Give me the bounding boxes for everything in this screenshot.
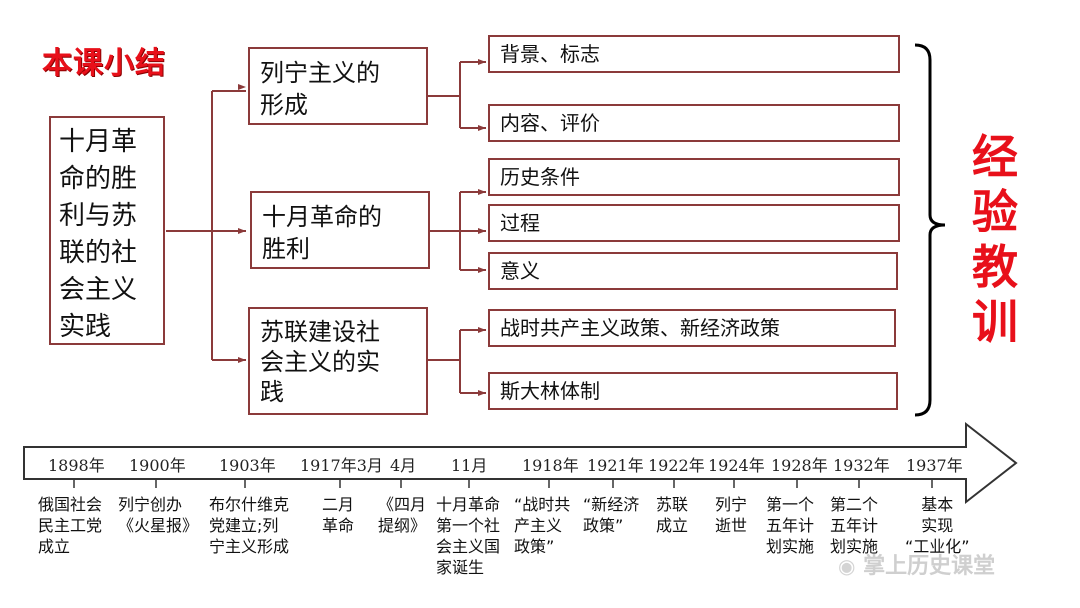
root-topic-box: 十月革 命的胜 利与苏 联的社 会主义 实践 — [49, 116, 165, 345]
timeline-year: 1932年 — [833, 456, 890, 475]
timeline-year: 1937年 — [906, 456, 963, 475]
leaf-box: 过程 — [488, 204, 900, 242]
branch-title-line: 十月革命的 — [262, 203, 382, 231]
root-line: 联的社 — [59, 238, 138, 268]
timeline-year: 1903年 — [219, 456, 276, 475]
root-line: 十月革 — [59, 127, 138, 157]
timeline-event: 《四月 提纲》 — [378, 495, 427, 535]
timeline-year: 1924年 — [708, 456, 765, 475]
branch-title-line: 会主义的实 — [260, 348, 380, 376]
timeline-event: 第二个 五年计 划实施 — [830, 495, 879, 556]
leaf-box: 内容、评价 — [488, 104, 900, 142]
leaf-box: 战时共产主义政策、新经济政策 — [488, 309, 896, 347]
branch-leninism: 列宁主义的 形成 — [248, 47, 428, 125]
timeline-year: 1898年 — [48, 456, 105, 475]
lesson-char: 经 — [972, 130, 1018, 184]
lesson-char: 教 — [972, 240, 1018, 294]
root-line: 利与苏 — [59, 201, 138, 231]
branch-soviet-socialism: 苏联建设社 会主义的实 践 — [248, 307, 428, 415]
timeline-event: 苏联 成立 — [656, 495, 689, 535]
timeline-event: 列宁 逝世 — [715, 495, 748, 535]
root-line: 实践 — [59, 312, 112, 342]
timeline-year: 1928年 — [771, 456, 828, 475]
branch-title-line: 践 — [260, 378, 284, 406]
timeline-year: 11月 — [451, 456, 488, 475]
leaf-box: 历史条件 — [488, 158, 900, 196]
leaf-box: 斯大林体制 — [488, 372, 898, 410]
timeline-event: 基本 实现 “工业化” — [905, 495, 970, 556]
lesson-char: 验 — [972, 185, 1018, 239]
timeline-event: 第一个 五年计 划实施 — [766, 495, 815, 556]
branch-title-line: 列宁主义的 — [260, 59, 380, 87]
timeline-year: 4月 — [390, 456, 417, 475]
branch-title-line: 形成 — [260, 91, 308, 119]
wechat-icon: ◉ — [838, 554, 856, 578]
leaf-box: 意义 — [488, 252, 898, 290]
watermark: ◉ 掌上历史课堂 — [838, 548, 995, 580]
lesson-char: 训 — [972, 295, 1018, 349]
timeline-year: 1900年 — [129, 456, 186, 475]
timeline-year: 1917年3月 — [300, 456, 383, 475]
root-line: 命的胜 — [59, 164, 138, 194]
timeline-event: 列宁创办 《火星报》 — [118, 495, 199, 535]
root-line: 会主义 — [59, 275, 138, 305]
branch-title-line: 苏联建设社 — [260, 318, 380, 346]
summary-title: 本课小结 — [42, 46, 166, 81]
branch-october-revolution: 十月革命的 胜利 — [250, 191, 430, 269]
timeline-event: 十月革命 第一个社 会主义国 家诞生 — [436, 495, 501, 577]
timeline-year: 1921年 — [587, 456, 644, 475]
lessons-label: 经 验 教 训 — [965, 130, 1025, 350]
timeline-event: “战时共 产主义 政策” — [514, 495, 571, 556]
timeline-year: 1922年 — [648, 456, 705, 475]
timeline-event: 布尔什维克 党建立;列 宁主义形成 — [209, 495, 290, 556]
timeline-event: 二月 革命 — [322, 495, 355, 535]
timeline-event: “新经济 政策” — [583, 495, 640, 535]
watermark-text: 掌上历史课堂 — [863, 554, 996, 579]
timeline-year: 1918年 — [522, 456, 579, 475]
timeline-event: 俄国社会 民主工党 成立 — [38, 495, 103, 556]
leaf-box: 背景、标志 — [488, 35, 900, 73]
branch-title-line: 胜利 — [262, 235, 310, 263]
